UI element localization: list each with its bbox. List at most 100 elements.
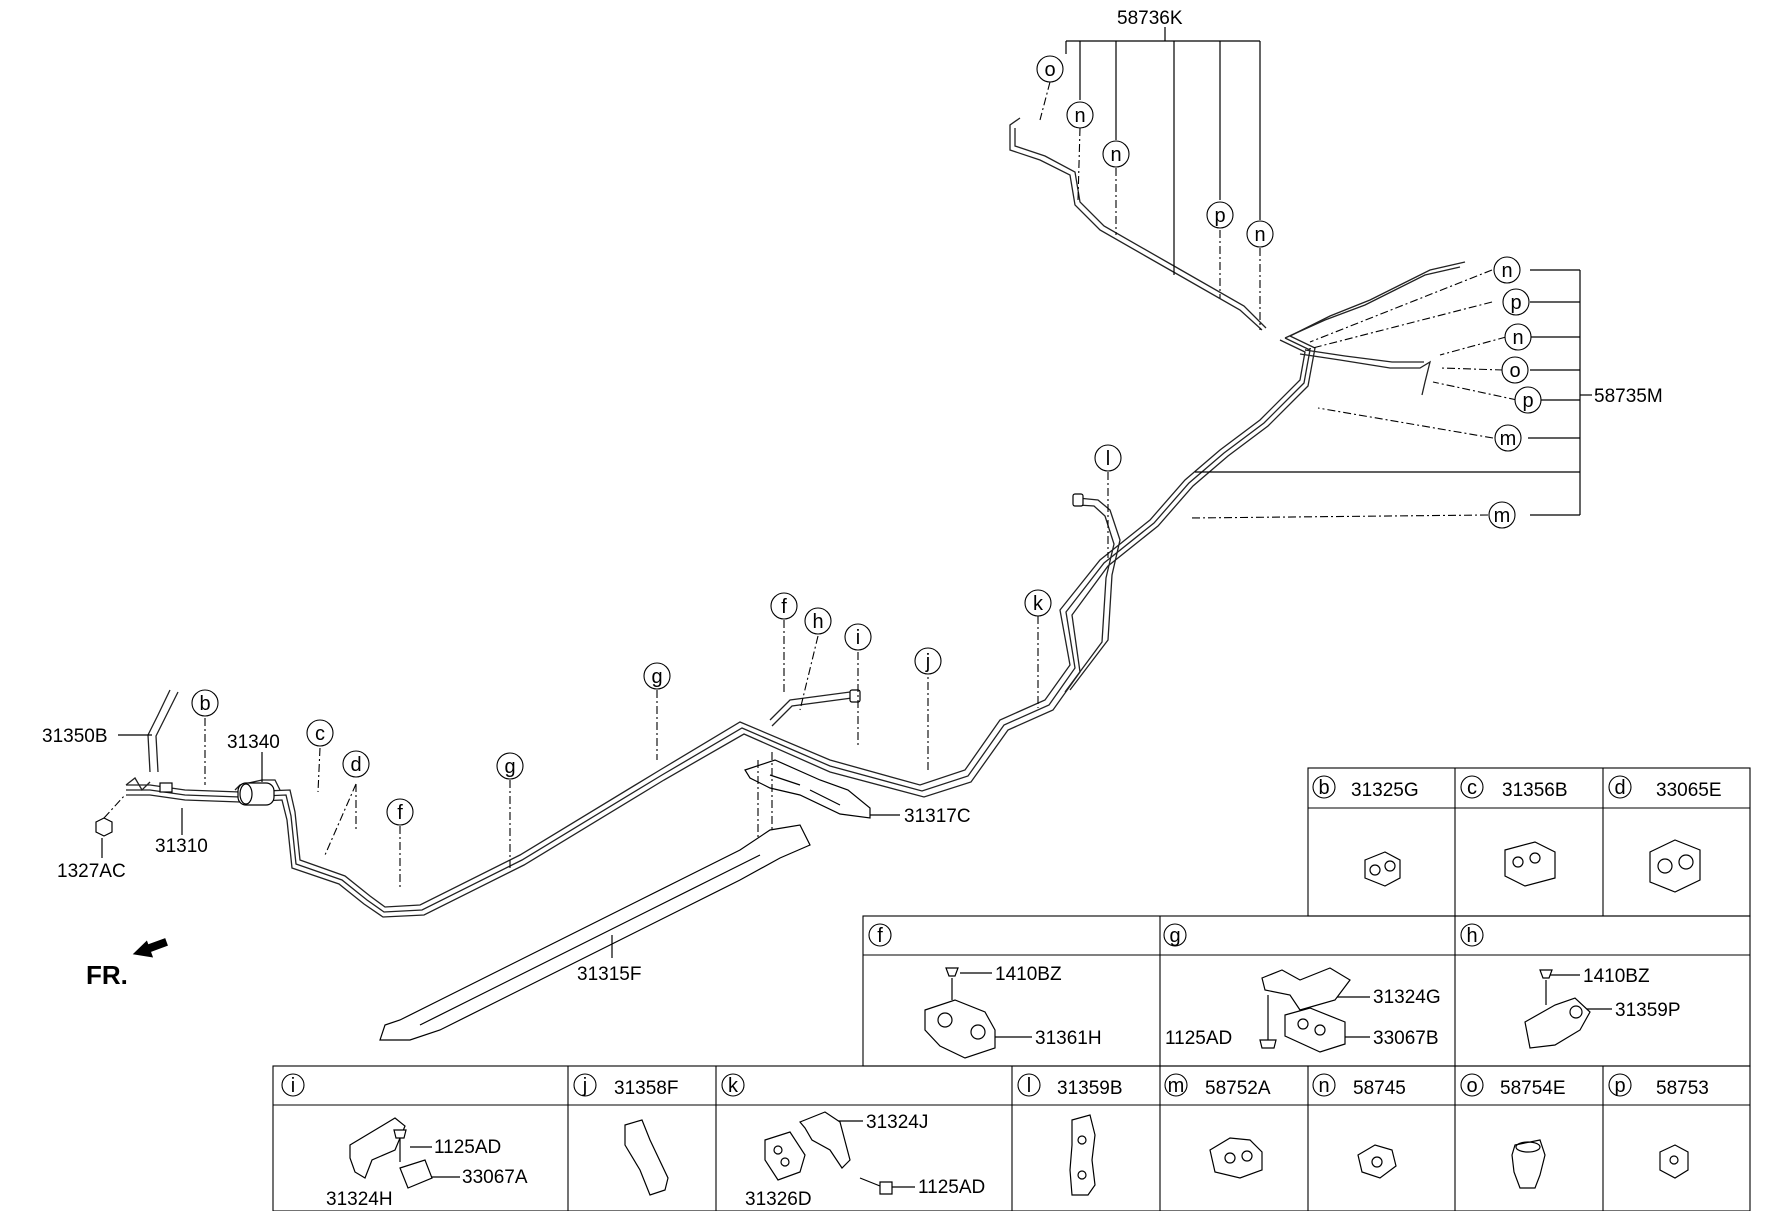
clip-58752A-icon [1209,1137,1263,1179]
table-part-1410BZ: 1410BZ [1583,966,1650,987]
table-part-58745: 58745 [1353,1078,1406,1099]
callout-n: n [1102,140,1130,168]
callout-m: m [1488,501,1516,529]
table-letter-p: p [1614,1075,1625,1097]
callout-p: p [1502,288,1530,316]
table-part-31325G: 31325G [1351,780,1419,801]
svg-text:f: f [781,596,787,618]
fuel-filter-31340 [237,782,275,806]
clip-31358F-icon [624,1119,669,1196]
svg-text:n: n [1501,260,1512,282]
callout-g: g [496,752,524,780]
table-letter-g: g [1169,925,1180,947]
table-part-58753: 58753 [1656,1078,1709,1099]
svg-text:o: o [1509,360,1520,382]
table-cell-h: h 1410BZ 31359P [1460,923,1681,1049]
callouts: b c d f g g f h i j k l o n n p n n p n … [191,55,1542,826]
callout-n: n [1504,323,1532,351]
table-cell-d: d 33065E [1608,775,1722,893]
svg-text:l: l [1106,448,1110,470]
svg-text:n: n [1074,105,1085,127]
table-part-33067A: 33067A [462,1167,528,1188]
table-letter-j: j [582,1075,587,1097]
fuel-tube-assembly [125,117,1466,918]
table-cell-f: f 1410BZ 31361H [868,923,1102,1059]
label-1327AC: 1327AC [57,861,126,882]
svg-text:f: f [397,802,403,824]
svg-text:g: g [651,666,662,688]
table-cell-l: l 31359B [1017,1073,1123,1196]
svg-text:c: c [315,723,325,745]
table-part-1125AD: 1125AD [918,1177,985,1198]
svg-text:p: p [1214,205,1225,227]
table-letter-b: b [1318,777,1329,799]
table-letter-m: m [1168,1075,1185,1097]
clip-33065E-icon [1649,839,1701,893]
front-label: FR. [86,960,128,990]
table-cell-b: b 31325G [1312,775,1419,887]
table-cell-g: g 31324G 1125AD 33067B [1163,923,1441,1053]
table-cell-j: j 31358F [573,1073,678,1196]
callout-f: f [386,798,414,826]
label-31310: 31310 [155,836,208,857]
svg-text:m: m [1494,505,1511,527]
table-letter-l: l [1027,1075,1031,1097]
table-letter-n: n [1318,1075,1329,1097]
bracket-31324J-icon [799,1111,851,1169]
label-31350B: 31350B [42,726,108,747]
table-letter-c: c [1467,777,1477,799]
clip-31356B-icon [1504,841,1556,887]
table-part-31324G: 31324G [1373,987,1441,1008]
table-part-33067B: 33067B [1373,1028,1439,1049]
table-part-31359P: 31359P [1615,1000,1681,1021]
table-part-31324J: 31324J [866,1112,928,1133]
callout-n: n [1493,256,1521,284]
clip-31326D-icon [764,1131,806,1181]
svg-text:h: h [812,611,823,633]
clip-58745-icon [1357,1144,1397,1179]
svg-text:o: o [1044,59,1055,81]
parts-table [272,767,1751,1211]
table-cell-i: i 1125AD 31324H 33067A [281,1073,528,1210]
clip-31361H-icon [924,999,996,1059]
svg-text:m: m [1500,428,1517,450]
table-letter-k: k [728,1075,739,1097]
svg-text:p: p [1522,390,1533,412]
table-part-31358F: 31358F [614,1078,678,1099]
svg-text:i: i [856,627,860,649]
table-part-31356B: 31356B [1502,780,1568,801]
clip-31325G-icon [1364,851,1401,887]
callout-p: p [1206,201,1234,229]
svg-text:n: n [1512,327,1523,349]
table-part-58754E: 58754E [1500,1078,1566,1099]
clip-33067A-icon [399,1159,433,1189]
table-cell-o: o 58754E [1460,1073,1566,1189]
table-cell-n: n 58745 [1312,1073,1406,1179]
callout-d: d [342,750,370,778]
table-letter-f: f [877,925,883,947]
table-part-31361H: 31361H [1035,1028,1102,1049]
callout-h: h [804,607,832,635]
clip-58753-icon [1659,1144,1689,1179]
svg-text:n: n [1110,144,1121,166]
label-31340: 31340 [227,732,280,753]
nut-1327AC [95,794,126,837]
callout-n: n [1246,220,1274,248]
svg-text:k: k [1033,593,1044,615]
callout-g: g [643,662,671,690]
bracket-31324H-icon [349,1117,406,1179]
table-cell-k: k 31324J 31326D 1125AD [721,1073,985,1210]
table-letter-i: i [291,1075,295,1097]
label-58736K: 58736K [1117,8,1183,29]
callout-b: b [191,689,219,717]
table-part-58752A: 58752A [1205,1078,1271,1099]
rail-31315F [379,752,811,1041]
callout-k: k [1024,589,1052,617]
callout-j: j [914,647,942,675]
table-cell-m: m 58752A [1164,1073,1271,1179]
table-part-33065E: 33065E [1656,780,1722,801]
hose-31350B [147,689,179,773]
callout-o: o [1501,356,1529,384]
table-letter-d: d [1614,777,1625,799]
